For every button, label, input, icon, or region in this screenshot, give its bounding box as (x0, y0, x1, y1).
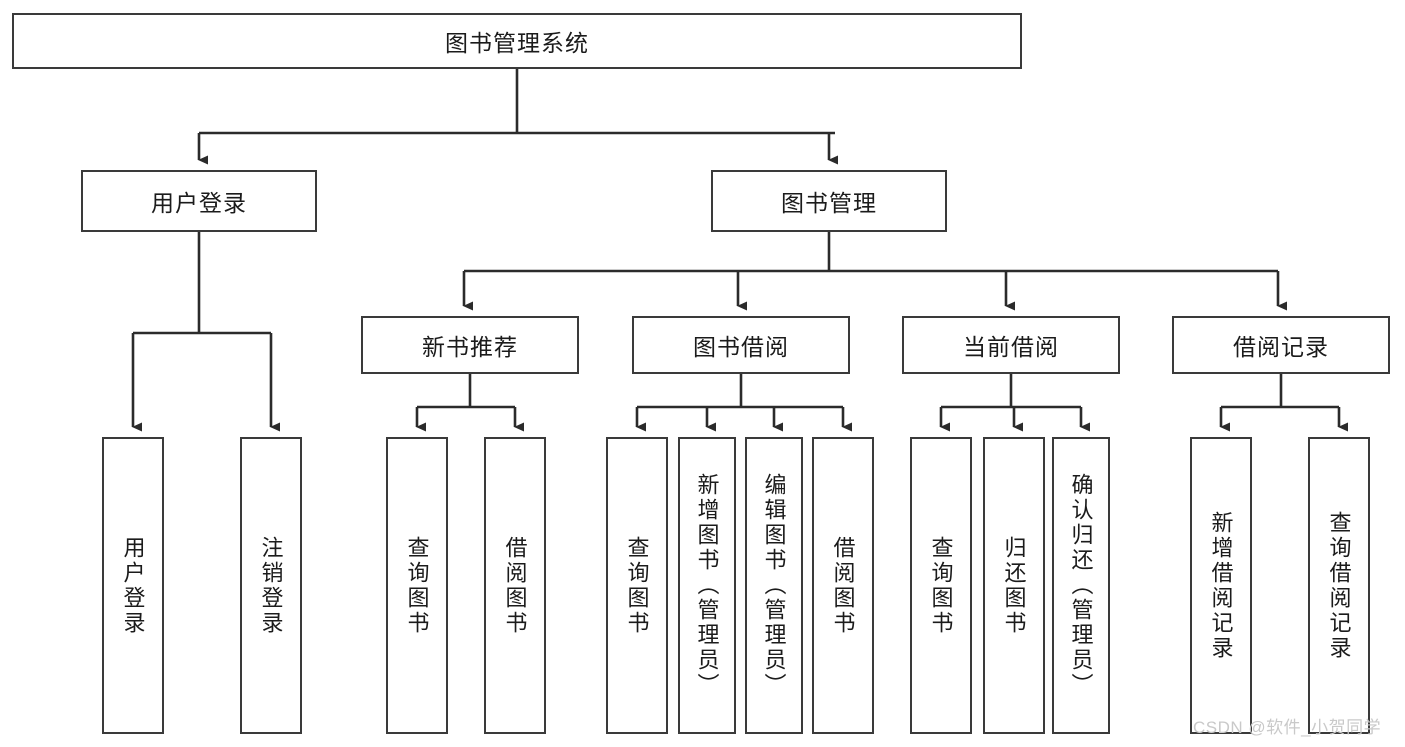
leaf-borrow-book-nb-label: 借阅图书 (502, 535, 528, 636)
node-borrow-record[interactable]: 借阅记录 (1172, 316, 1390, 374)
leaf-borrow-book-bb-label: 借阅图书 (830, 535, 856, 636)
leaf-borrow-book-bb[interactable]: 借阅图书 (812, 437, 874, 734)
node-book-borrow-label: 图书借阅 (693, 334, 789, 360)
leaf-return-book-label: 归还图书 (1001, 535, 1027, 636)
leaf-query-book-nb-label: 查询图书 (404, 535, 430, 636)
leaf-add-book-admin[interactable]: 新增图书（管理员） (678, 437, 736, 734)
leaf-return-book[interactable]: 归还图书 (983, 437, 1045, 734)
leaf-query-book-bb[interactable]: 查询图书 (606, 437, 668, 734)
leaf-query-borrow-record[interactable]: 查询借阅记录 (1308, 437, 1370, 734)
node-root[interactable]: 图书管理系统 (12, 13, 1022, 69)
leaf-confirm-return-admin-label: 确认归还（管理员） (1068, 473, 1094, 698)
node-new-book-recommend[interactable]: 新书推荐 (361, 316, 579, 374)
node-book-management[interactable]: 图书管理 (711, 170, 947, 232)
leaf-borrow-book-nb[interactable]: 借阅图书 (484, 437, 546, 734)
leaf-edit-book-admin[interactable]: 编辑图书（管理员） (745, 437, 803, 734)
node-user-login-label: 用户登录 (151, 190, 247, 216)
leaf-user-login[interactable]: 用户登录 (102, 437, 164, 734)
node-root-label: 图书管理系统 (445, 30, 589, 56)
leaf-add-borrow-record-label: 新增借阅记录 (1208, 510, 1234, 661)
csdn-watermark: CSDN @软件_小贺同学 (1193, 718, 1382, 737)
node-new-book-recommend-label: 新书推荐 (422, 334, 518, 360)
leaf-user-login-label: 用户登录 (120, 535, 146, 636)
node-current-borrow-label: 当前借阅 (963, 334, 1059, 360)
node-book-management-label: 图书管理 (781, 190, 877, 216)
leaf-edit-book-admin-label: 编辑图书（管理员） (761, 473, 787, 698)
leaf-add-borrow-record[interactable]: 新增借阅记录 (1190, 437, 1252, 734)
node-book-borrow[interactable]: 图书借阅 (632, 316, 850, 374)
leaf-confirm-return-admin[interactable]: 确认归还（管理员） (1052, 437, 1110, 734)
leaf-add-book-admin-label: 新增图书（管理员） (694, 473, 720, 698)
leaf-query-book-nb[interactable]: 查询图书 (386, 437, 448, 734)
leaf-logout[interactable]: 注销登录 (240, 437, 302, 734)
node-borrow-record-label: 借阅记录 (1233, 334, 1329, 360)
leaf-logout-label: 注销登录 (258, 535, 284, 636)
leaf-query-book-bb-label: 查询图书 (624, 535, 650, 636)
leaf-query-borrow-record-label: 查询借阅记录 (1326, 510, 1352, 661)
node-user-login[interactable]: 用户登录 (81, 170, 317, 232)
node-current-borrow[interactable]: 当前借阅 (902, 316, 1120, 374)
leaf-query-book-cb[interactable]: 查询图书 (910, 437, 972, 734)
leaf-query-book-cb-label: 查询图书 (928, 535, 954, 636)
